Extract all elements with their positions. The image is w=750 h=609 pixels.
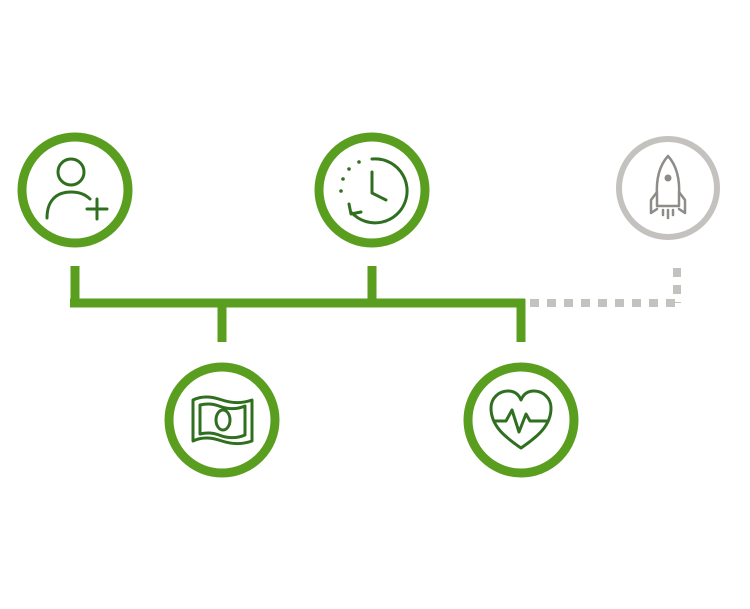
- node-launch: [616, 136, 720, 240]
- rocket-icon: [649, 154, 687, 220]
- node-ring: [463, 362, 579, 478]
- solid-connectors: [70, 266, 526, 342]
- future-connectors: [530, 268, 681, 307]
- banknote-icon: [191, 395, 254, 446]
- node-ring: [616, 136, 720, 240]
- user-plus-icon: [45, 157, 109, 221]
- node-history: [314, 132, 430, 248]
- node-add-user: [17, 132, 133, 248]
- node-health: [463, 362, 579, 478]
- node-ring: [17, 132, 133, 248]
- clock-history-icon: [339, 157, 409, 225]
- heart-pulse-icon: [489, 389, 553, 450]
- node-money: [164, 362, 280, 478]
- node-ring: [164, 362, 280, 478]
